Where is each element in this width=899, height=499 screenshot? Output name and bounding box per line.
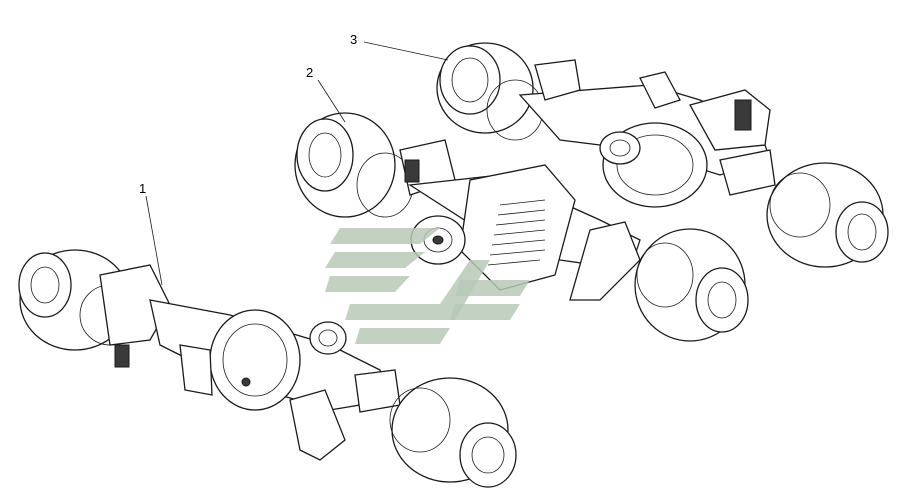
front-axle-1 [18,249,517,488]
callout-3: 3 [350,32,449,61]
callout-number-3: 3 [350,32,357,47]
callout-1: 1 [139,181,163,286]
rear-axle-3 [436,42,889,268]
callout-number-1: 1 [139,181,146,196]
callout-number-2: 2 [306,65,313,80]
housing-ribs [487,199,546,266]
company-logo-watermark [325,228,530,344]
callout-2: 2 [306,65,346,123]
middle-axle-2 [294,112,749,342]
